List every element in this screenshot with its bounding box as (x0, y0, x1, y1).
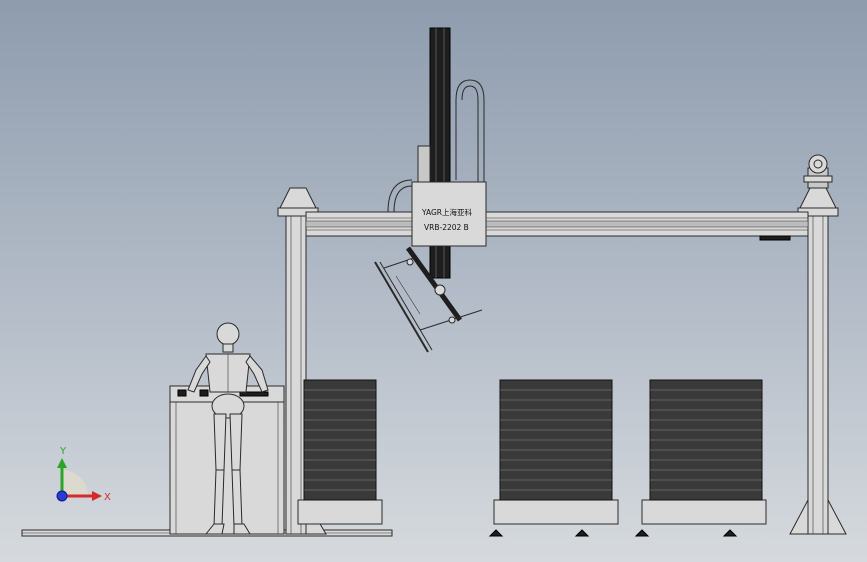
right-column (789, 187, 847, 535)
servo-motor (803, 154, 833, 189)
material-stack-2 (488, 379, 619, 537)
carriage-label-line1: YAGR上海亚科 (421, 207, 473, 217)
y-axis-label: Y (59, 446, 67, 457)
z-axis-dot (56, 490, 68, 502)
triad-plane-shading (62, 470, 88, 496)
operator-figure (187, 322, 269, 535)
coordinate-triad: Y X (56, 446, 111, 503)
material-stack-3 (634, 379, 767, 537)
control-console (169, 385, 285, 535)
end-effector (374, 246, 483, 353)
x-axis-label: X (104, 492, 111, 503)
carriage-label-line2: VRB-2202 B (424, 223, 469, 232)
material-stack-1 (297, 379, 383, 525)
carriage-plate: YAGR上海亚科 VRB-2202 B (411, 181, 487, 247)
cable-chain (387, 79, 485, 213)
x-axis-beam (305, 211, 809, 241)
